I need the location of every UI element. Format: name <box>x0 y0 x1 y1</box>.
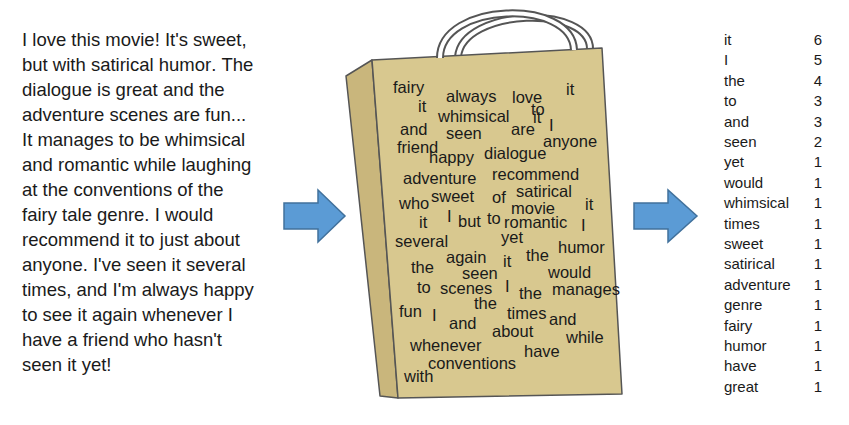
bag-word: adventure <box>403 169 476 187</box>
table-word: seen <box>724 133 757 151</box>
review-text: I love this movie! It's sweet, but with … <box>22 27 258 377</box>
bag-word: again <box>446 248 486 266</box>
table-count: 1 <box>782 194 822 212</box>
table-word: humor <box>724 337 767 355</box>
table-count: 1 <box>782 276 822 294</box>
bag-front <box>372 48 622 398</box>
bag-word: seen <box>446 124 482 142</box>
bag-word: I <box>432 306 437 324</box>
bag-word: it <box>585 195 593 213</box>
bag-word: whenever <box>410 336 482 354</box>
bag-word: and <box>400 120 428 138</box>
table-word: the <box>724 72 745 90</box>
table-count: 1 <box>782 357 822 375</box>
bag-word: about <box>492 322 533 340</box>
table-count: 1 <box>782 255 822 273</box>
bag-word: it <box>418 97 426 115</box>
table-word: it <box>724 31 732 49</box>
table-count: 1 <box>782 337 822 355</box>
table-word: times <box>724 215 760 233</box>
bag-word: always <box>446 87 496 105</box>
bag-word: humor <box>558 238 605 256</box>
bag-word: the <box>474 294 497 312</box>
table-word: adventure <box>724 276 791 294</box>
table-count: 1 <box>782 296 822 314</box>
bag-handle <box>440 13 574 58</box>
bag-word: and <box>449 314 477 332</box>
bag-word: with <box>404 367 433 385</box>
table-word: I <box>724 51 728 69</box>
bag-word: I <box>581 216 586 234</box>
bag-word: who <box>399 194 429 212</box>
table-count: 1 <box>782 215 822 233</box>
bag-word: would <box>548 263 591 281</box>
table-count: 1 <box>782 235 822 253</box>
table-word: great <box>724 378 758 396</box>
bag-word: manages <box>552 280 620 298</box>
table-count: 5 <box>782 51 822 69</box>
bag-word: I <box>447 207 452 225</box>
bag-word: times <box>507 304 546 322</box>
bag-word: the <box>411 258 434 276</box>
table-count: 1 <box>782 317 822 335</box>
table-word: to <box>724 92 737 110</box>
table-word: whimsical <box>724 194 789 212</box>
table-word: yet <box>724 153 744 171</box>
bag-word: the <box>519 284 542 302</box>
bag-word: have <box>524 342 560 360</box>
bag-word: anyone <box>543 132 597 150</box>
word-bag: fairyalwayslovetoititwhimsicalitIandseen… <box>340 0 630 410</box>
bag-word: satirical <box>516 182 572 200</box>
bag-word: and <box>549 310 577 328</box>
bag-word: happy <box>429 148 474 166</box>
bag-word: it <box>419 213 427 231</box>
block-arrow <box>284 190 345 242</box>
table-word: fairy <box>724 317 752 335</box>
table-count: 1 <box>782 378 822 396</box>
bag-word: fun <box>399 302 422 320</box>
bag-handle <box>440 13 574 58</box>
bag-word: sweet <box>431 187 474 205</box>
bag-word: dialogue <box>484 144 546 162</box>
table-word: genre <box>724 296 762 314</box>
table-count: 3 <box>782 92 822 110</box>
table-count: 4 <box>782 72 822 90</box>
table-word: satirical <box>724 255 775 273</box>
bag-word: conventions <box>428 354 516 372</box>
table-count: 1 <box>782 153 822 171</box>
bag-word: the <box>526 246 549 264</box>
table-count: 6 <box>782 31 822 49</box>
bag-word: yet <box>501 228 523 246</box>
table-count: 2 <box>782 133 822 151</box>
table-word: and <box>724 113 749 131</box>
bag-word: I <box>549 116 554 134</box>
bag-word: it <box>503 252 511 270</box>
table-word: have <box>724 357 757 375</box>
table-count: 1 <box>782 174 822 192</box>
bag-word: whimsical <box>438 107 510 125</box>
bag-word: I <box>505 277 510 295</box>
bag-word: fairy <box>393 78 424 96</box>
table-count: 3 <box>782 113 822 131</box>
block-arrow <box>634 190 697 242</box>
bag-word: while <box>566 328 604 346</box>
bag-word: are <box>511 120 535 138</box>
bag-word: to <box>487 209 501 227</box>
bag-word: recommend <box>492 165 579 183</box>
bag-word: several <box>395 232 448 250</box>
bag-word: it <box>566 80 574 98</box>
bag-word: but <box>458 212 481 230</box>
bag-word: to <box>417 278 431 296</box>
table-word: would <box>724 174 763 192</box>
bag-word: of <box>492 188 506 206</box>
table-word: sweet <box>724 235 763 253</box>
